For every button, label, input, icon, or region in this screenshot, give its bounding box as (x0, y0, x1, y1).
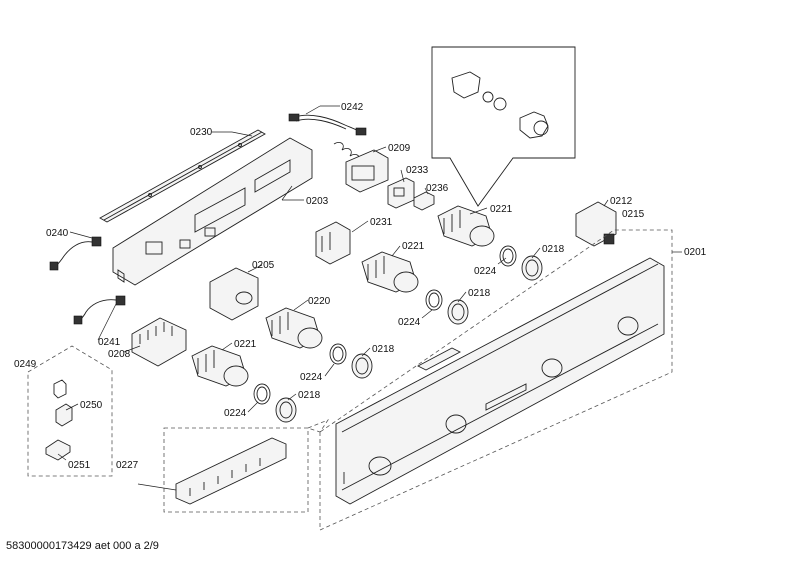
rail-0230 (99, 129, 266, 223)
cable-0240 (49, 236, 102, 271)
label-0227: 0227 (116, 460, 139, 471)
label-0218-b: 0218 (468, 288, 491, 299)
label-0215: 0215 (622, 209, 645, 220)
rings (253, 245, 543, 423)
label-0221-b: 0221 (402, 241, 425, 252)
rotary-switch-0221-a (437, 205, 495, 247)
control-board-0203 (112, 137, 313, 286)
group-0227 (163, 419, 330, 513)
label-0242: 0242 (341, 102, 364, 113)
part-0215 (603, 233, 615, 245)
label-0241: 0241 (98, 337, 121, 348)
bracket-0233 (387, 177, 415, 209)
label-0231: 0231 (370, 217, 393, 228)
label-0236: 0236 (426, 183, 449, 194)
label-0224-c: 0224 (300, 372, 323, 383)
label-0250: 0250 (80, 400, 103, 411)
label-0209: 0209 (388, 143, 411, 154)
rotary-switch-0221-c (191, 345, 249, 387)
label-0205: 0205 (252, 260, 275, 271)
label-0218-a: 0218 (542, 244, 565, 255)
label-0224-a: 0224 (474, 266, 497, 277)
label-0212: 0212 (610, 196, 633, 207)
label-0220: 0220 (308, 296, 331, 307)
label-0221-c: 0221 (234, 339, 257, 350)
wiring-harness-0242 (288, 113, 367, 136)
rotary-switch-0221-b (361, 251, 419, 293)
label-0218-d: 0218 (298, 390, 321, 401)
rotary-switch-0220 (265, 307, 323, 349)
switch-0205 (209, 267, 259, 321)
label-0233: 0233 (406, 165, 429, 176)
label-0203: 0203 (306, 196, 329, 207)
label-0224-b: 0224 (398, 317, 421, 328)
label-0224-d: 0224 (224, 408, 247, 419)
label-0208: 0208 (108, 349, 131, 360)
group-0249 (27, 345, 113, 477)
label-0201: 0201 (684, 247, 707, 258)
label-0221-a: 0221 (490, 204, 513, 215)
label-0240: 0240 (46, 228, 69, 239)
display-strip (417, 347, 461, 371)
leader-lines (57, 105, 682, 491)
document-footer: 58300000173429 aet 000 a 2/9 (6, 540, 159, 552)
relay-block-0208 (131, 317, 187, 367)
label-0249: 0249 (14, 359, 37, 370)
switch-0236 (413, 191, 435, 211)
front-panel-0201 (319, 229, 673, 531)
part-labels: 0242 0230 0209 0233 0236 0203 0221 0212 … (14, 102, 707, 471)
label-0230: 0230 (190, 127, 213, 138)
label-0218-c: 0218 (372, 344, 395, 355)
bracket-0231 (315, 221, 351, 265)
inset-knob-assembly (431, 46, 576, 207)
cable-0241 (73, 295, 126, 325)
transformer-0209 (333, 141, 389, 193)
label-0251: 0251 (68, 460, 91, 471)
